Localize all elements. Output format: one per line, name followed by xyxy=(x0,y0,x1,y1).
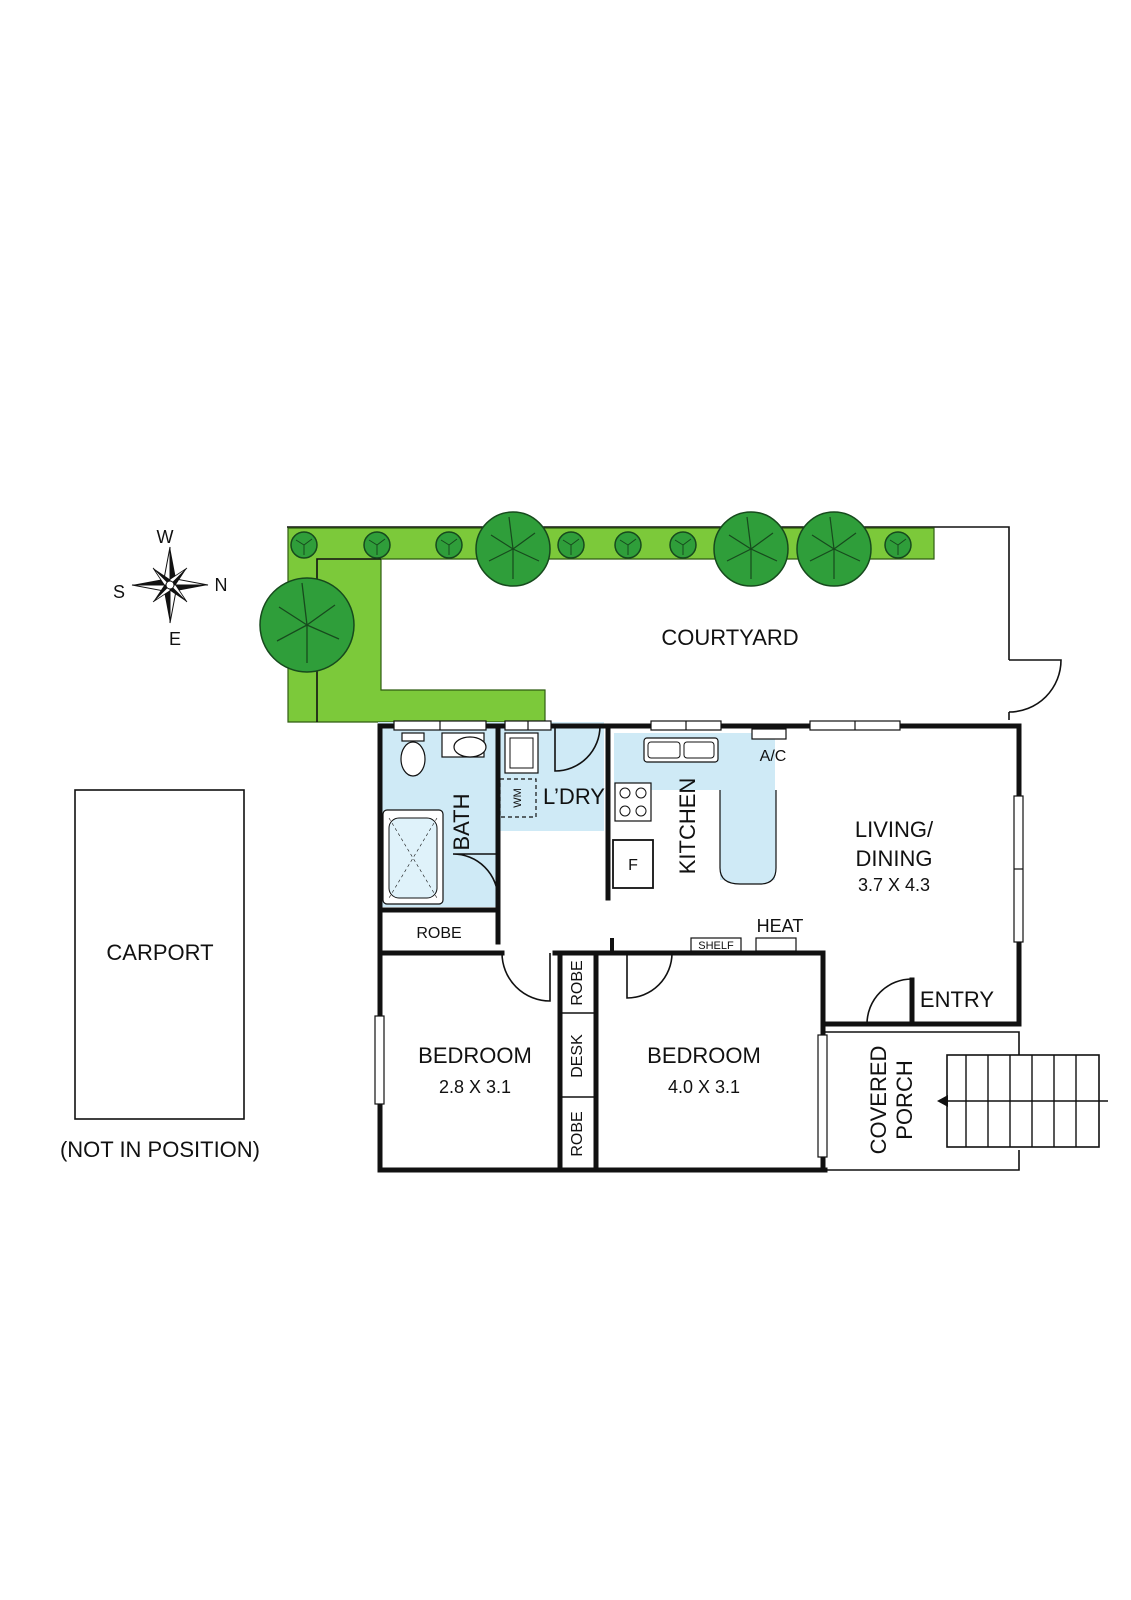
covered-porch: COVERED PORCH xyxy=(823,1031,1108,1171)
shelf-label: SHELF xyxy=(698,940,734,952)
aircon-icon xyxy=(751,728,787,740)
courtyard-gate-icon xyxy=(1008,659,1062,713)
sink-icon xyxy=(643,737,719,763)
tree-icon xyxy=(475,511,551,587)
entry-door-icon xyxy=(866,978,913,1025)
carport: CARPORT (NOT IN POSITION) xyxy=(60,789,260,1162)
tree-icon xyxy=(435,531,463,559)
living-label-2: DINING xyxy=(856,846,933,871)
robe-lower-label: ROBE xyxy=(569,1111,586,1156)
tree-icon xyxy=(557,531,585,559)
desk-label: DESK xyxy=(569,1034,586,1078)
laundry-label: L’DRY xyxy=(543,784,605,809)
carport-outline xyxy=(74,789,245,1120)
bedroom2-door-icon xyxy=(626,952,673,999)
kitchen-island-icon xyxy=(719,790,777,885)
bedroom2-label: BEDROOM xyxy=(647,1043,761,1068)
bath-door-icon xyxy=(452,853,499,900)
window-icon xyxy=(650,720,722,731)
tree-icon xyxy=(796,511,872,587)
entry-arrow-icon xyxy=(937,1095,1108,1107)
window-icon xyxy=(817,1034,828,1158)
cooktop-icon xyxy=(614,782,652,822)
aircon-label: A/C xyxy=(760,748,787,765)
window-icon xyxy=(809,720,901,731)
window-icon xyxy=(1013,795,1024,943)
carport-note: (NOT IN POSITION) xyxy=(60,1137,260,1162)
bedroom1-label: BEDROOM xyxy=(418,1043,532,1068)
window-icon xyxy=(393,720,487,731)
bedroom1-dims: 2.8 X 3.1 xyxy=(439,1077,511,1097)
fixtures: WM F SHELF xyxy=(382,728,797,952)
tree-icon xyxy=(713,511,789,587)
bath-label: BATH xyxy=(449,793,474,850)
compass-star-icon xyxy=(131,546,209,624)
carport-label: CARPORT xyxy=(106,940,213,965)
robe-main-label: ROBE xyxy=(416,925,461,942)
basin-icon xyxy=(441,732,487,758)
heat-label: HEAT xyxy=(757,916,804,936)
trees xyxy=(259,511,912,673)
room-labels: BATH L’DRY KITCHEN A/C LIVING/ DINING 3.… xyxy=(418,748,994,1097)
tree-icon xyxy=(363,531,391,559)
compass-north: N xyxy=(215,575,228,595)
bathtub-icon xyxy=(382,809,444,905)
tree-icon xyxy=(669,531,697,559)
doors xyxy=(452,725,913,1025)
fridge-label: F xyxy=(628,857,638,874)
tree-icon xyxy=(259,577,355,673)
tree-icon xyxy=(884,531,912,559)
porch-label-2: PORCH xyxy=(892,1060,917,1139)
shelf-icon xyxy=(690,937,742,952)
courtyard-label: COURTYARD xyxy=(661,625,798,650)
heater-icon xyxy=(755,937,797,952)
entry-label: ENTRY xyxy=(920,987,994,1012)
tree-icon xyxy=(614,531,642,559)
windows xyxy=(374,720,1024,1158)
wall-west xyxy=(377,723,828,1173)
laundry-door-icon xyxy=(554,725,601,772)
kitchen-label: KITCHEN xyxy=(675,778,700,875)
tree-icon xyxy=(290,531,318,559)
washing-machine-icon: WM xyxy=(499,778,537,818)
fridge-icon: F xyxy=(612,839,654,889)
window-icon xyxy=(504,720,552,731)
window-icon xyxy=(374,1015,385,1105)
robe-upper-label: ROBE xyxy=(569,960,586,1005)
toilet-icon xyxy=(400,732,426,777)
porch-label-1: COVERED xyxy=(866,1046,891,1155)
compass-rose: W N S E xyxy=(113,527,228,649)
compass-south: S xyxy=(113,582,125,602)
living-dims: 3.7 X 4.3 xyxy=(858,875,930,895)
bedroom1-door-icon xyxy=(501,952,551,1002)
compass-east: E xyxy=(169,629,181,649)
laundry-trough-icon xyxy=(504,732,539,774)
compass-west: W xyxy=(157,527,174,547)
storage: ROBE ROBE DESK ROBE xyxy=(416,925,586,1157)
living-label-1: LIVING/ xyxy=(855,817,934,842)
bedroom2-dims: 4.0 X 3.1 xyxy=(668,1077,740,1097)
porch-outline xyxy=(823,1031,1020,1171)
washing-machine-label: WM xyxy=(512,788,524,808)
courtyard: COURTYARD xyxy=(287,526,1062,723)
